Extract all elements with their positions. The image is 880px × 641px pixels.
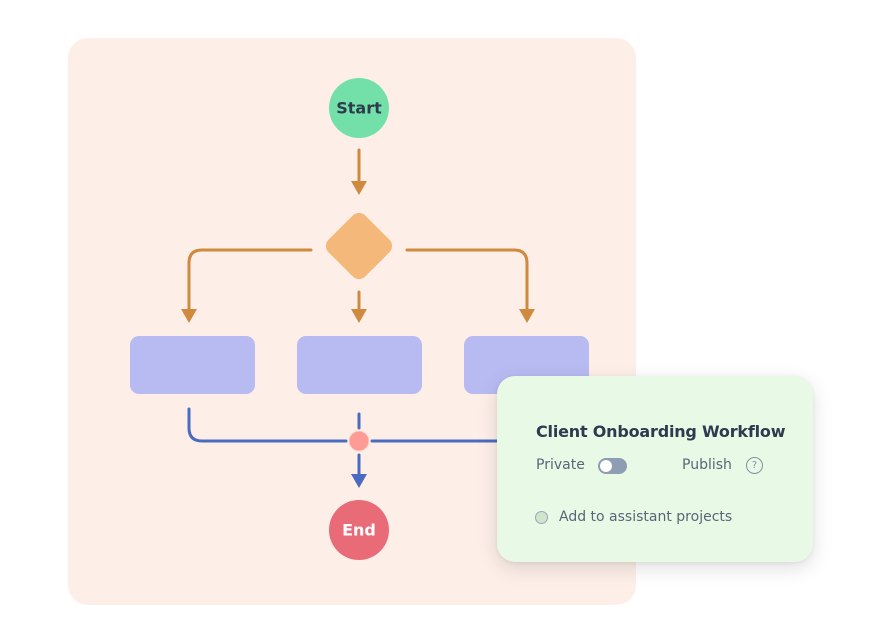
- private-publish-toggle[interactable]: [598, 458, 627, 474]
- arrowhead-middle: [351, 309, 367, 323]
- arrowhead-right: [519, 309, 535, 323]
- workflow-title: Client Onboarding Workflow: [536, 422, 786, 441]
- start-node-label: Start: [336, 98, 382, 118]
- publish-label: Publish: [682, 457, 732, 473]
- arrowhead-start-decision: [351, 181, 367, 195]
- private-label: Private: [536, 457, 585, 473]
- connector-left-merge: [187, 407, 348, 443]
- assistant-projects-label: Add to assistant projects: [559, 509, 733, 525]
- arrowhead-left: [181, 309, 197, 323]
- connector-decision-right: [405, 248, 529, 312]
- connector-decision-left: [187, 248, 313, 312]
- decision-node[interactable]: [322, 209, 396, 283]
- end-node-label: End: [342, 520, 376, 540]
- workflow-settings-card: Client Onboarding Workflow Private Publi…: [497, 376, 813, 562]
- help-icon[interactable]: ?: [746, 457, 763, 474]
- visibility-row: Private Publish ?: [536, 456, 776, 476]
- assistant-projects-option[interactable]: Add to assistant projects: [535, 508, 775, 528]
- start-node[interactable]: [329, 78, 389, 138]
- assistant-projects-radio[interactable]: [535, 511, 548, 524]
- process-node-left[interactable]: [130, 336, 255, 394]
- end-node[interactable]: [329, 500, 389, 560]
- process-node-middle[interactable]: [297, 336, 422, 394]
- toggle-knob: [600, 460, 612, 472]
- merge-node[interactable]: [348, 430, 370, 452]
- arrowhead-end: [351, 474, 367, 488]
